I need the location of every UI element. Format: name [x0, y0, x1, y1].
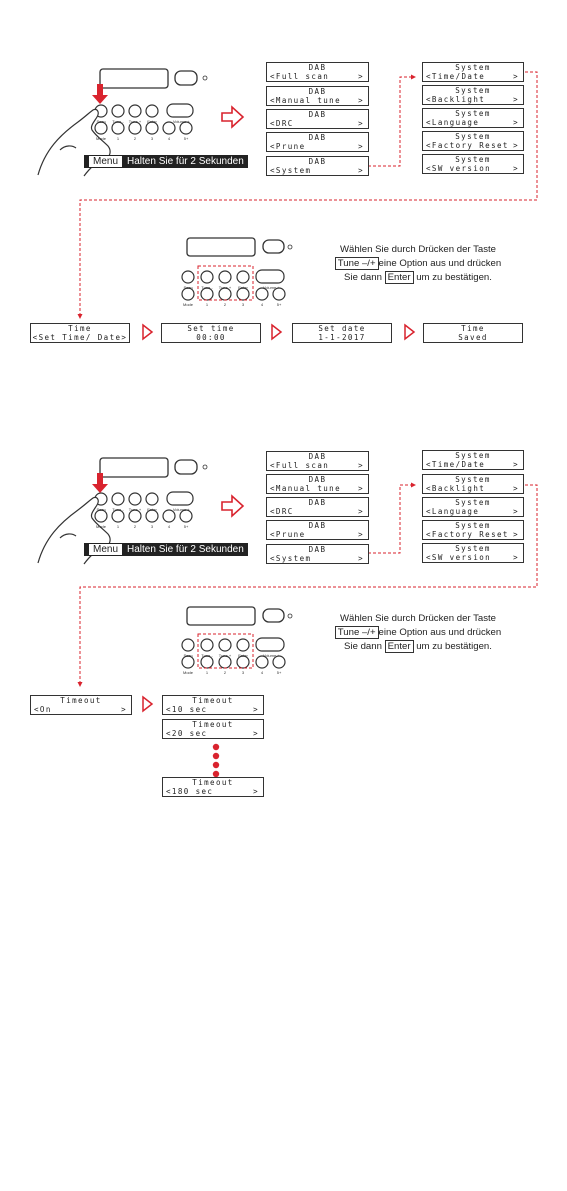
step-arrow-1b [271, 323, 283, 341]
system-menu-time-date: System <Time/Date> [422, 450, 524, 470]
radio-device-2 [181, 237, 293, 301]
next-step-arrow-2 [221, 494, 245, 518]
keypad-label: 1 [116, 136, 120, 141]
timeout-on: Timeout <On> [30, 695, 132, 715]
keypad-label: 3 [150, 524, 154, 529]
keypad-label: Enter [147, 507, 157, 512]
system-menu-language: System <Language> [422, 108, 524, 128]
keypad-label: 4 [167, 524, 171, 529]
step-arrow-1c [404, 323, 416, 341]
keypad-label: Mode [182, 302, 194, 307]
keypad-label: Tune - [112, 507, 124, 512]
keypad-label: 5+ [183, 524, 189, 529]
keypad-label: 3 [241, 670, 245, 675]
dab-menu-drc: DAB <DRC> [266, 497, 369, 517]
menu-key: Menu [88, 155, 124, 168]
keypad-label: - Volume + [260, 285, 280, 290]
timeout-20-sec: Timeout <20 sec> [162, 719, 264, 739]
system-menu-sw-version: System <SW version> [422, 154, 524, 174]
dashed-link-1b [77, 71, 538, 319]
keypad-label: 4 [167, 136, 171, 141]
continuation-dots [212, 743, 220, 778]
down-arrow-2 [92, 473, 108, 493]
dashed-link-1a [368, 74, 416, 167]
dab-menu-system: DAB <System> [266, 156, 369, 176]
system-menu-factory-reset: System <Factory Reset> [422, 520, 524, 540]
keypad-label: 3 [150, 136, 154, 141]
step-time-set-time-date: Time <Set Time/ Date> [30, 323, 130, 343]
radio-device-4 [181, 606, 293, 669]
dab-menu-manual-tune: DAB <Manual tune> [266, 86, 369, 106]
keypad-label: - Volume + [170, 119, 190, 124]
step-time-saved: Time Saved [423, 323, 523, 343]
down-arrow-1 [92, 84, 108, 104]
keypad-label: Mode [182, 670, 194, 675]
keypad-label: 5+ [183, 136, 189, 141]
keypad-label: Scan [96, 119, 106, 124]
dashed-link-2a [368, 482, 416, 554]
timeout-10-sec: Timeout <10 sec> [162, 695, 264, 715]
dab-menu-prune: DAB <Prune> [266, 520, 369, 540]
keypad-label: Tune - [112, 119, 124, 124]
keypad-label: Tune - [201, 285, 213, 290]
instruction-text-2: Wählen Sie durch Drücken der Taste Tune … [318, 612, 518, 654]
keypad-label: 5+ [276, 302, 282, 307]
keypad-label: Tune + [128, 507, 142, 512]
dab-menu-full-scan: DAB <Full scan> [266, 451, 369, 471]
dab-menu-drc: DAB <DRC> [266, 109, 369, 129]
menu-key: Menu [88, 543, 124, 556]
keypad-label: 4 [260, 670, 264, 675]
timeout-180-sec: Timeout <180 sec> [162, 777, 264, 797]
keypad-label: Mode [95, 524, 107, 529]
system-menu-sw-version: System <SW version> [422, 543, 524, 563]
system-menu-language: System <Language> [422, 497, 524, 517]
system-menu-backlight: System <Backlight> [422, 474, 524, 494]
keypad-label: 3 [241, 302, 245, 307]
keypad-label: 4 [260, 302, 264, 307]
keypad-label: Tune - [201, 653, 213, 658]
keypad-label: - Volume + [170, 507, 190, 512]
radio-device-1 [94, 68, 208, 135]
keypad-label: 1 [205, 302, 209, 307]
keypad-label: 1 [205, 670, 209, 675]
keypad-label: Tune + [218, 653, 232, 658]
keypad-label: - Volume + [260, 653, 280, 658]
step-set-time: Set time 00:00 [161, 323, 261, 343]
next-step-arrow-1 [221, 105, 245, 129]
keypad-label: 2 [223, 670, 227, 675]
keypad-label: Enter [147, 119, 157, 124]
dab-menu-system: DAB <System> [266, 544, 369, 564]
keypad-label: Mode [95, 136, 107, 141]
keypad-label: Tune + [218, 285, 232, 290]
system-menu-factory-reset: System <Factory Reset> [422, 131, 524, 151]
keypad-label: 2 [223, 302, 227, 307]
radio-device-3 [94, 457, 208, 523]
step-set-date: Set date 1-1-2017 [292, 323, 392, 343]
keypad-label: Scan [96, 507, 106, 512]
keypad-label: Scan [183, 285, 193, 290]
keypad-label: Enter [238, 653, 248, 658]
dab-menu-manual-tune: DAB <Manual tune> [266, 474, 369, 494]
keypad-label: 1 [116, 524, 120, 529]
keypad-label: Scan [183, 653, 193, 658]
dab-menu-full-scan: DAB <Full scan> [266, 62, 369, 82]
keypad-label: 2 [133, 136, 137, 141]
step-arrow-1a [142, 323, 154, 341]
dashed-link-2b [77, 484, 538, 687]
keypad-label: 5+ [276, 670, 282, 675]
instruction-text-1: Wählen Sie durch Drücken der Taste Tune … [318, 243, 518, 285]
keypad-label: 2 [133, 524, 137, 529]
system-menu-backlight: System <Backlight> [422, 85, 524, 105]
keypad-label: Enter [238, 285, 248, 290]
keypad-label: Tune + [128, 119, 142, 124]
dab-menu-prune: DAB <Prune> [266, 132, 369, 152]
system-menu-time-date: System <Time/Date> [422, 62, 524, 82]
step-arrow-2a [142, 695, 154, 713]
